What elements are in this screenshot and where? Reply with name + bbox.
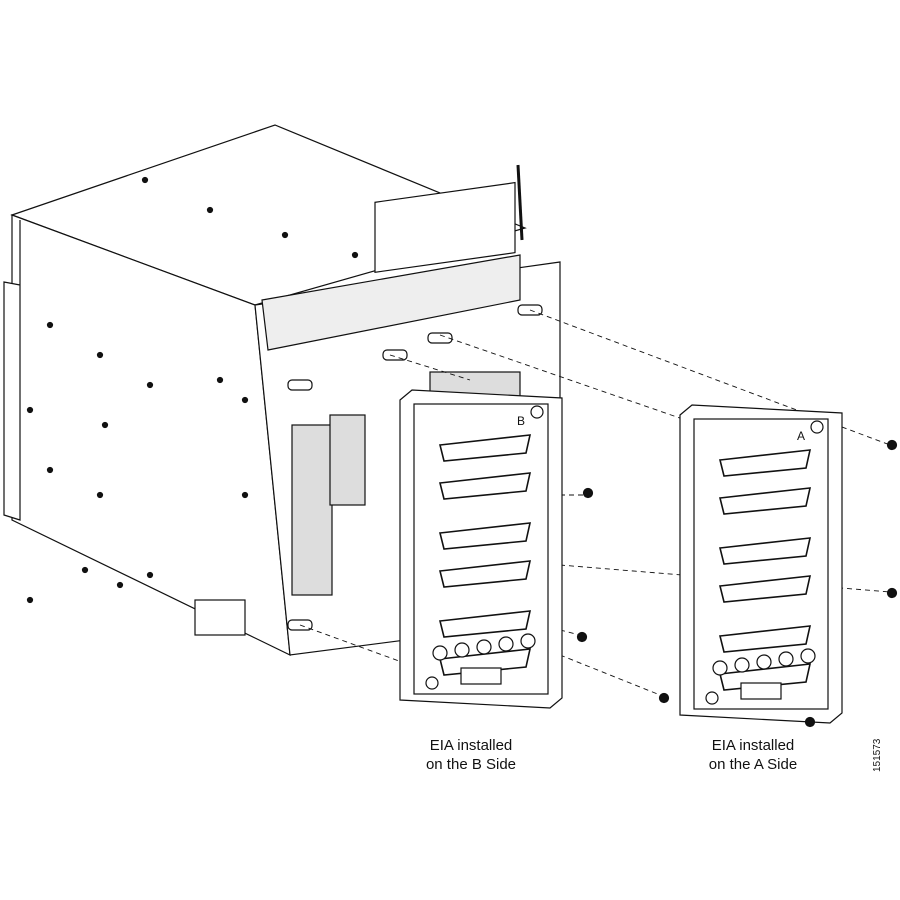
bnc-connector: [432, 645, 448, 661]
mounting-hole: [241, 491, 249, 499]
guide-pin: [287, 379, 313, 391]
mounting-hole: [216, 376, 224, 384]
db-connector: [719, 575, 812, 603]
mounting-hole: [206, 206, 214, 214]
captive-screw: [425, 676, 439, 690]
bnc-connector: [520, 633, 536, 649]
bnc-connector: [476, 639, 492, 655]
db9-connector: [460, 667, 502, 685]
db-connector: [439, 472, 532, 500]
mounting-hole: [46, 466, 54, 474]
figure-number: 151573: [872, 738, 883, 772]
panel-screw: [886, 439, 898, 451]
mounting-hole: [46, 321, 54, 329]
guide-pin: [382, 349, 408, 361]
panel-side-letter: B: [517, 414, 525, 428]
mounting-hole: [281, 231, 289, 239]
caption-eia-b-side: EIA installed on the B Side: [391, 736, 551, 774]
panel-screw: [582, 487, 594, 499]
caption-line-1: EIA installed: [429, 737, 513, 754]
antenna-handle: [516, 164, 524, 241]
caption-eia-a-side: EIA installed on the A Side: [673, 736, 833, 774]
eia-panel-a-side: A: [679, 404, 843, 724]
guide-pin: [427, 332, 453, 344]
mounting-hole: [351, 251, 359, 259]
bnc-connector: [756, 654, 772, 670]
db-connector: [719, 487, 812, 515]
mounting-hole: [146, 571, 154, 579]
backplane-pins-left: [291, 424, 333, 596]
captive-screw: [530, 405, 544, 419]
mounting-hole: [141, 176, 149, 184]
mounting-hole: [81, 566, 89, 574]
panel-side-letter: A: [797, 429, 805, 443]
db-connector: [719, 537, 812, 565]
db9-connector: [740, 682, 782, 700]
mounting-hole: [101, 421, 109, 429]
db-connector: [439, 560, 532, 588]
bnc-connector: [498, 636, 514, 652]
db-connector: [439, 610, 532, 638]
mounting-hole: [26, 406, 34, 414]
caption-line-2: on the A Side: [708, 756, 798, 773]
caption-line-2: on the B Side: [425, 756, 517, 773]
bnc-connector: [712, 660, 728, 676]
alarm-interface-panel: [374, 181, 516, 273]
bnc-connector: [734, 657, 750, 673]
mounting-hole: [96, 491, 104, 499]
mounting-hole: [26, 596, 34, 604]
panel-screw: [658, 692, 670, 704]
eia-panel-b-side: B: [399, 389, 563, 709]
captive-screw: [705, 691, 719, 705]
panel-screw: [576, 631, 588, 643]
bnc-connector: [778, 651, 794, 667]
db-connector: [439, 434, 532, 462]
bnc-connector: [800, 648, 816, 664]
db-connector: [719, 625, 812, 653]
caption-line-1: EIA installed: [711, 737, 795, 754]
fan-and-cable-area: [261, 254, 521, 351]
db-connector: [719, 449, 812, 477]
panel-screw: [886, 587, 898, 599]
bnc-connector: [454, 642, 470, 658]
mounting-hole: [146, 381, 154, 389]
db-connector: [439, 522, 532, 550]
captive-screw: [810, 420, 824, 434]
mounting-hole: [96, 351, 104, 359]
ground-lug-plate: [194, 599, 246, 636]
panel-screw: [804, 716, 816, 728]
backplane-pins-mid: [329, 414, 366, 506]
mounting-hole: [241, 396, 249, 404]
mounting-hole: [116, 581, 124, 589]
